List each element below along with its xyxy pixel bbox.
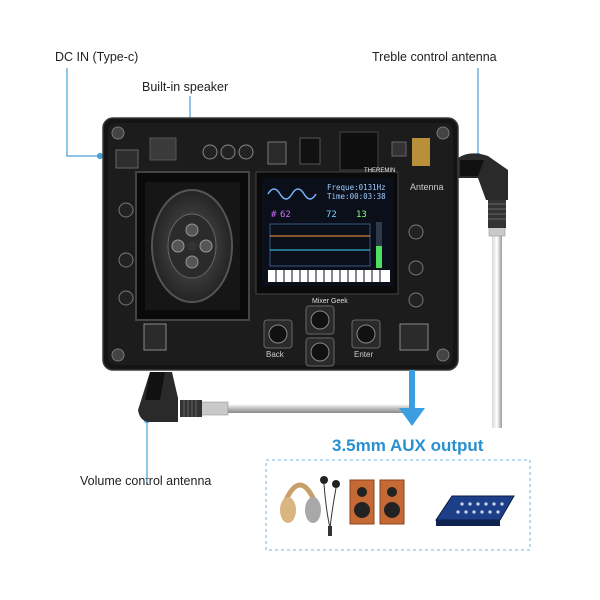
dc-in-callout-line — [66, 68, 100, 157]
screen-value-3: 13 — [356, 210, 367, 220]
pcb-board: Antenna Freque:0131Hz Time:00:03:38 # 62… — [102, 117, 459, 371]
pitch-symbol: # — [271, 210, 277, 220]
up-button[interactable] — [305, 305, 335, 335]
control-buttons: Back Enter — [263, 305, 381, 367]
headphones-icon — [280, 482, 321, 523]
aux-arrow-icon — [399, 370, 425, 426]
speaker — [135, 171, 250, 321]
maker-label: Mixer Geek — [312, 298, 348, 305]
aux-output-label: 3.5mm AUX output — [332, 436, 484, 455]
waveform — [267, 188, 317, 200]
dc-in-label: DC IN (Type-c) — [55, 50, 139, 64]
brand-label: THEREMIN — [364, 168, 395, 174]
frequency-readout: Freque:0131Hz — [327, 183, 386, 192]
enter-button[interactable] — [351, 319, 381, 349]
components-top — [115, 131, 430, 171]
speaker-label: Built-in speaker — [142, 80, 229, 94]
volume-antenna-label: Volume control antenna — [80, 474, 212, 488]
treble-antenna — [458, 153, 508, 428]
accessory-box — [265, 459, 531, 551]
lcd-display: Freque:0131Hz Time:00:03:38 # 62 72 13 — [255, 171, 399, 295]
time-readout: Time:00:03:38 — [327, 192, 386, 201]
screen-value-2: 72 — [326, 210, 337, 220]
screen-value-1: 62 — [280, 210, 291, 220]
aux-jack — [399, 323, 429, 351]
volume-antenna — [138, 372, 410, 422]
treble-antenna-label: Treble control antenna — [372, 50, 497, 64]
earphones-icon — [320, 476, 340, 536]
mixer-icon — [435, 495, 515, 526]
enter-button-label: Enter — [354, 350, 373, 359]
speakers-icon — [349, 479, 405, 525]
back-button-label: Back — [266, 350, 285, 359]
back-button[interactable] — [263, 319, 293, 349]
down-button[interactable] — [305, 337, 335, 367]
antenna-board-label: Antenna — [410, 182, 444, 192]
